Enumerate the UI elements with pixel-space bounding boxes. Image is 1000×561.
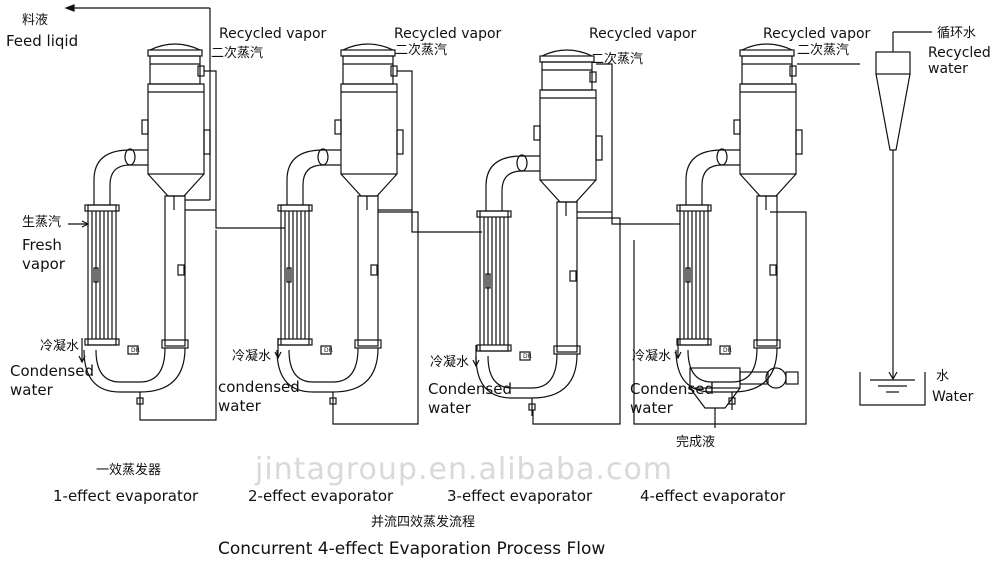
fresh-vapor-label-en: Fresh vapor [22,236,65,273]
watermark: jintagroup.en.alibaba.com [255,452,674,487]
effect1-label-en: 1-effect evaporator [53,487,199,505]
condensed-label-en-2: condensed water [218,378,300,415]
condensed-label-en-1: Condensed water [10,362,94,399]
secondary-steam-label-1: 二次蒸汽 [211,46,264,61]
circulating-water-label-zh: 循环水 [937,26,977,41]
feed-label-en: Feed liqid [6,32,79,50]
title-en: Concurrent 4-effect Evaporation Process … [218,539,606,559]
condensed-label-zh-3: 冷凝水 [430,355,470,370]
valve-tag-1: DR [131,347,140,354]
condensed-label-zh-4: 冷凝水 [632,349,672,364]
effect4-label-en: 4-effect evaporator [640,487,786,505]
secondary-steam-label-4: 二次蒸汽 [797,43,850,58]
secondary-steam-label-2: 二次蒸汽 [395,43,448,58]
effect1-label-zh: 一效蒸发器 [96,463,162,478]
recycled-vapor-label-4: Recycled vapor [763,26,871,42]
recycled-vapor-label-3: Recycled vapor [589,26,697,42]
fresh-steam-label-zh: 生蒸汽 [22,215,62,230]
condensed-label-en-4: Condensed water [630,380,714,417]
finished-liquid-label: 完成液 [676,435,716,450]
condensed-label-en-3: Condensed water [428,380,512,417]
feed-label-zh: 料液 [22,13,49,28]
effect2-label-en: 2-effect evaporator [248,487,394,505]
title-zh: 并流四效蒸发流程 [371,515,476,530]
recycled-vapor-label-1: Recycled vapor [219,26,327,42]
condensed-label-zh-2: 冷凝水 [232,349,272,364]
valve-tag-4: DR [723,347,732,354]
effect3-label-en: 3-effect evaporator [447,487,593,505]
recycled-vapor-label-2: Recycled vapor [394,26,502,42]
valve-tag-2: DR [324,347,333,354]
water-label-en: Water [932,389,974,405]
water-label-zh: 水 [936,369,950,384]
recycled-water-label: Recycled water [928,45,991,77]
valve-tag-3: DR [523,353,532,360]
secondary-steam-label-3: 二次蒸汽 [591,52,644,67]
condensed-label-zh-1: 冷凝水 [40,339,80,354]
